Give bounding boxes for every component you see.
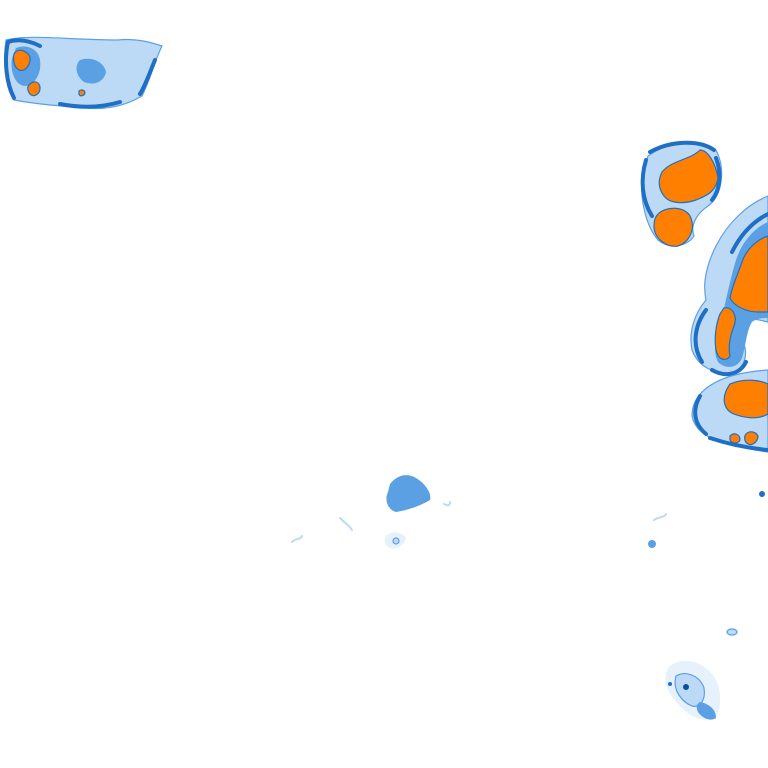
cell-center [291, 475, 451, 549]
cell-upper-right-core-b [653, 207, 693, 247]
cell-upper-right-core-a [658, 149, 719, 204]
cell-top-left-edge [4, 38, 157, 109]
cell-top-left-core-a [13, 49, 31, 71]
cell-top-left [4, 36, 163, 110]
cell-bottom-right-medium [674, 673, 705, 707]
cell-center-faint-dot [392, 537, 400, 545]
cell-top-left-core-b [27, 81, 41, 97]
cell-right-edge-core-main [729, 235, 768, 313]
cell-bottom-right-dot-b [668, 682, 672, 686]
cell-bottom-right-dot [683, 684, 689, 690]
cell-right-lower-core-c [729, 433, 741, 444]
cell-top-left-medium-b [76, 58, 106, 84]
cell-top-left-core-c [78, 89, 86, 97]
cell-center-wisp-c [443, 501, 451, 507]
cell-scattered [648, 491, 765, 636]
cell-center-wisp-a [291, 535, 303, 543]
cell-upper-right [640, 140, 723, 247]
cell-right-lower-core-b [744, 431, 759, 446]
cell-center-wisp-b [339, 517, 353, 531]
cell-right-edge-core-arm [714, 307, 736, 360]
cell-bottom-right [665, 660, 721, 720]
cell-dot-a [648, 540, 656, 548]
cell-right-lower-core-a [723, 379, 768, 419]
cell-right-lower [691, 369, 768, 453]
cell-dot-b [759, 491, 765, 497]
cell-dot-c [726, 628, 738, 636]
cell-wisp-d [653, 513, 667, 521]
cell-bottom-right-edge [696, 702, 716, 720]
cell-center-main [386, 475, 431, 512]
cell-upper-right-edge [640, 140, 722, 218]
cell-right-lower-edge [693, 394, 768, 452]
cell-right-edge-edge [693, 212, 768, 377]
cell-right-edge [690, 195, 768, 377]
